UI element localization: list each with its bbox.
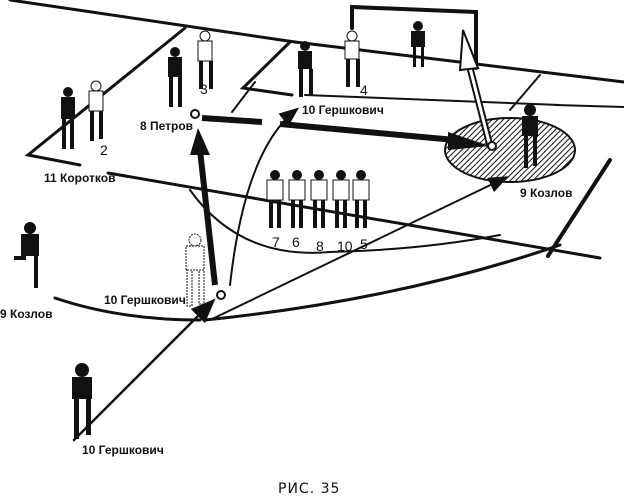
run-arrow-gershkovich	[229, 107, 300, 286]
players	[14, 21, 538, 439]
ball-start	[216, 290, 226, 300]
touchline-top	[8, 0, 297, 44]
player-petrov	[168, 47, 182, 107]
wall-number: 8	[316, 238, 324, 254]
pass-to-petrov	[197, 149, 218, 286]
ball-kozlov	[487, 141, 497, 151]
label-kozlov-left: 9 Козлов	[0, 307, 52, 321]
goal	[350, 4, 478, 70]
wall-number: 6	[292, 234, 300, 250]
label-gershkovich-top: 10 Гершкович	[302, 103, 384, 117]
run-arrow-kozlov	[209, 176, 509, 321]
label-gershkovich-mid: 10 Гершкович	[104, 293, 186, 307]
field-right-edge	[546, 158, 612, 258]
defensive-wall	[266, 170, 370, 228]
pass-arrows	[190, 29, 494, 286]
player-defender-4	[344, 30, 360, 87]
ball-petrov	[190, 109, 200, 119]
shot-arrow	[458, 29, 480, 72]
wall-number: 7	[272, 234, 280, 250]
kick-zone	[444, 117, 576, 183]
player-defender-2	[88, 80, 104, 141]
label-gershkovich-bottom: 10 Гершкович	[82, 443, 164, 457]
figure-caption: РИС. 35	[278, 481, 340, 497]
label-kozlov-right: 9 Козлов	[520, 186, 572, 200]
player-gershkovich-top	[298, 41, 313, 97]
number-defender-2: 2	[100, 142, 108, 158]
penalty-line	[106, 171, 602, 260]
number-defender-4: 4	[360, 82, 368, 98]
arc-wall	[189, 189, 501, 254]
player-kozlov-left	[14, 222, 39, 288]
player-defender-3	[197, 30, 213, 89]
penalty-area-left	[24, 26, 187, 167]
label-korotkov: 11 Коротков	[44, 171, 115, 185]
run-arrow-bottom	[72, 298, 216, 442]
player-kozlov-right	[522, 104, 538, 168]
wall-number: 10	[337, 238, 353, 254]
goal-area	[239, 40, 294, 97]
player-gershkovich-mid	[185, 233, 205, 307]
player-goalkeeper	[411, 21, 425, 67]
movement-curves	[53, 107, 562, 442]
number-defender-3: 3	[200, 81, 208, 97]
player-korotkov	[61, 87, 75, 149]
label-petrov: 8 Петров	[140, 119, 193, 133]
wall-number: 5	[360, 236, 368, 252]
player-gershkovich-bottom	[72, 363, 92, 439]
